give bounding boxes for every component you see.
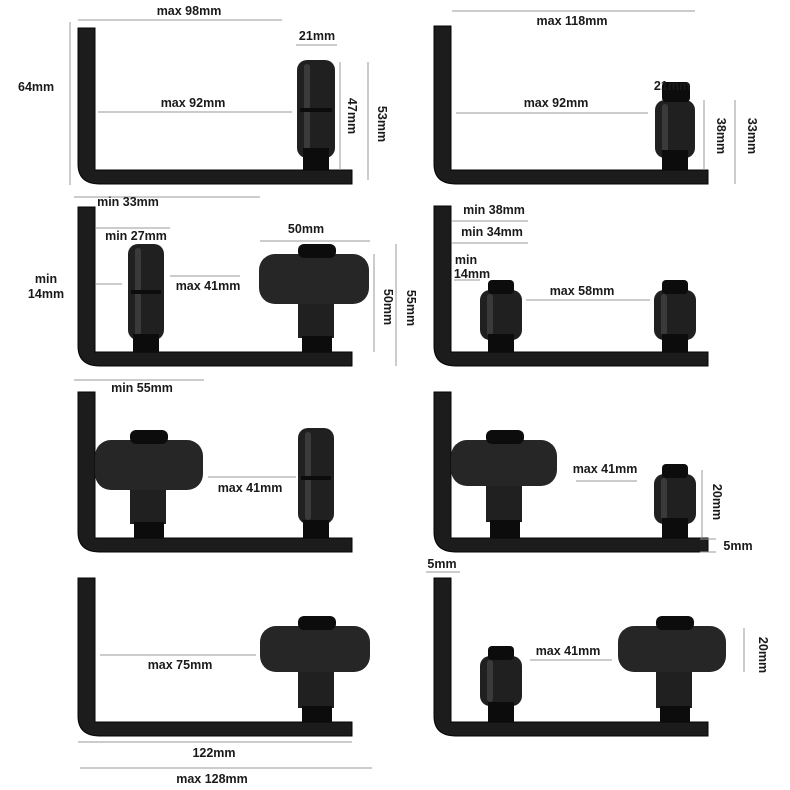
min-outer-label: min 38mm — [463, 203, 525, 217]
wheel-roller — [451, 430, 557, 538]
min-side-label-1: min — [35, 272, 57, 286]
min-outer-label: min 55mm — [111, 381, 173, 395]
base-thickness-label: 5mm — [723, 539, 752, 553]
small-roller — [480, 646, 522, 722]
min-gap-label: min 27mm — [105, 229, 167, 243]
total-height-label: 53mm — [375, 106, 389, 142]
panel-8: 5mm max 41mm 20mm — [426, 557, 770, 737]
l-bracket — [77, 206, 353, 367]
dimension-lines — [74, 196, 397, 366]
min-mid-label: min 34mm — [461, 225, 523, 239]
dimension-lines — [576, 470, 716, 553]
max-gap-label: max 75mm — [148, 658, 213, 672]
wheel-height-label: 20mm — [756, 637, 770, 673]
panel-2: max 118mm 21mm max 92mm 38mm 33mm — [433, 10, 759, 185]
panel-6: max 41mm 20mm 5mm — [433, 391, 753, 553]
small-roller-left — [480, 280, 522, 352]
panel-1: max 98mm 64mm 21mm max 92mm 47mm 53mm — [18, 4, 389, 185]
max-gap-label: max 58mm — [550, 284, 615, 298]
roller-width-label: 21mm — [654, 79, 690, 93]
height-label: 64mm — [18, 80, 54, 94]
panel-4: min 38mm min 34mm min 14mm max 58mm — [433, 203, 709, 367]
base-length-label: 122mm — [192, 746, 235, 760]
l-bracket — [433, 391, 709, 553]
small-roller — [128, 244, 164, 352]
wheel-roller — [260, 616, 370, 722]
dimension-lines — [69, 19, 369, 185]
l-bracket — [77, 577, 353, 737]
total-height-label: 55mm — [404, 290, 418, 326]
max-total-label: max 128mm — [176, 772, 248, 786]
small-roller — [298, 428, 334, 538]
top-thickness-label: 5mm — [427, 557, 456, 571]
small-roller — [654, 464, 696, 538]
wheel-roller — [618, 616, 726, 722]
inner-max-label: max 92mm — [161, 96, 226, 110]
roller-height-label: 38mm — [714, 118, 728, 154]
dimension-lines — [452, 220, 650, 301]
max-gap-label: max 41mm — [536, 644, 601, 658]
small-roller-right — [654, 280, 696, 352]
wheel-roller — [95, 430, 203, 538]
wheel-roller — [259, 244, 369, 352]
width-max-label: max 98mm — [157, 4, 222, 18]
l-bracket — [77, 27, 353, 185]
wheel-width-label: 50mm — [288, 222, 324, 236]
l-bracket — [433, 205, 709, 367]
l-bracket — [77, 391, 353, 553]
max-gap-label: max 41mm — [176, 279, 241, 293]
inner-max-label: max 92mm — [524, 96, 589, 110]
panel-5: min 55mm max 41mm — [74, 379, 353, 553]
min-outer-label: min 33mm — [97, 195, 159, 209]
total-height-label: 33mm — [745, 118, 759, 154]
small-roller — [655, 82, 695, 170]
panel-7: max 75mm 122mm max 128mm — [77, 577, 372, 786]
dimension-lines — [452, 10, 736, 184]
min-side-label-1: min — [455, 253, 477, 267]
dimension-lines — [426, 571, 745, 672]
min-side-label-2: 14mm — [454, 267, 490, 281]
panel-3: min 33mm min 27mm 50mm min 14mm max 41mm… — [28, 195, 418, 367]
roller-width-label: 21mm — [299, 29, 335, 43]
l-bracket — [433, 577, 709, 737]
roller-height-label: 20mm — [710, 484, 724, 520]
max-gap-label: max 41mm — [573, 462, 638, 476]
dimension-lines — [74, 379, 296, 478]
min-side-label-2: 14mm — [28, 287, 64, 301]
max-gap-label: max 41mm — [218, 481, 283, 495]
roller-height-label: 47mm — [345, 98, 359, 134]
small-roller — [297, 60, 335, 170]
dimension-lines — [78, 654, 372, 769]
l-bracket — [433, 25, 709, 185]
width-max-label: max 118mm — [537, 14, 608, 28]
wheel-height-label: 50mm — [381, 289, 395, 325]
